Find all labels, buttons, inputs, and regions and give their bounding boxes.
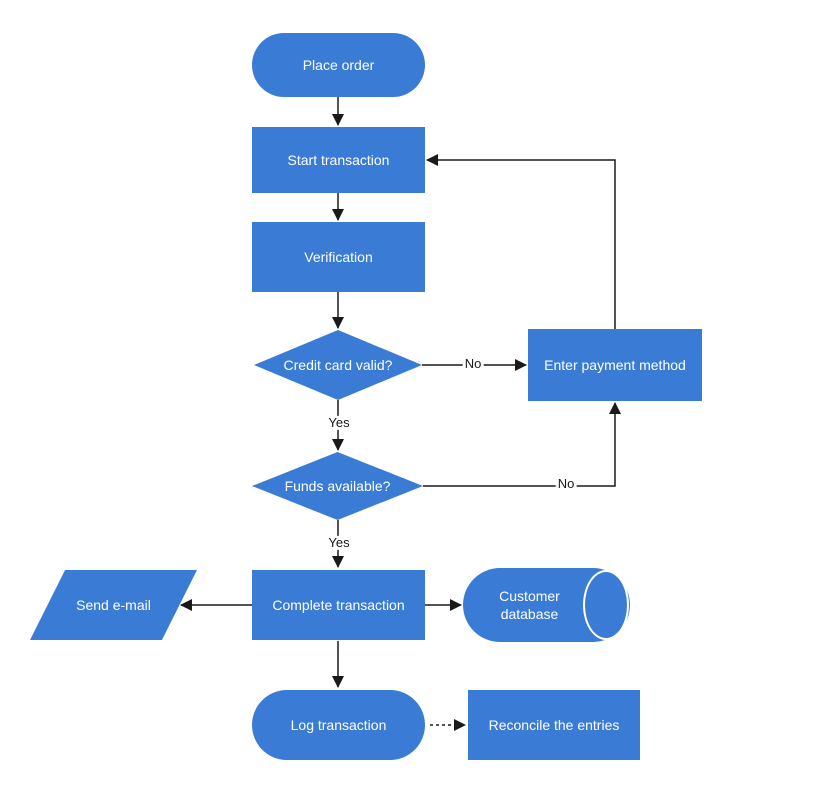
node-enter-payment-method-label: Enter payment method <box>544 356 686 373</box>
node-send-email-label: Send e-mail <box>76 596 151 613</box>
node-start-transaction-label: Start transaction <box>287 151 390 168</box>
edge-label-funds-yes: Yes <box>326 534 352 551</box>
node-reconcile-entries[interactable]: Reconcile the entries <box>468 690 640 760</box>
node-credit-card-valid-label: Credit card valid? <box>283 356 393 373</box>
node-reconcile-entries-label: Reconcile the entries <box>488 716 620 733</box>
node-customer-database[interactable]: Customer database <box>463 568 630 642</box>
node-log-transaction[interactable]: Log transaction <box>252 690 425 760</box>
edge-payment-back-to-start <box>426 154 616 329</box>
node-verification[interactable]: Verification <box>252 222 425 292</box>
edge-funds-no-to-payment <box>423 402 621 487</box>
node-complete-transaction[interactable]: Complete transaction <box>252 570 425 640</box>
node-log-transaction-label: Log transaction <box>290 716 387 733</box>
node-customer-database-label: Customer database <box>499 587 560 622</box>
cylinder-endcap <box>583 570 629 640</box>
node-verification-label: Verification <box>304 248 373 265</box>
node-funds-available-label: Funds available? <box>284 477 391 494</box>
edge-label-credit-yes: Yes <box>326 414 352 431</box>
node-complete-transaction-label: Complete transaction <box>272 596 405 613</box>
node-place-order-label: Place order <box>302 56 375 73</box>
edge-label-credit-no: No <box>462 355 484 372</box>
node-start-transaction[interactable]: Start transaction <box>252 127 425 193</box>
node-place-order[interactable]: Place order <box>252 33 425 97</box>
edge-label-funds-no: No <box>555 475 577 492</box>
node-enter-payment-method[interactable]: Enter payment method <box>528 329 702 401</box>
